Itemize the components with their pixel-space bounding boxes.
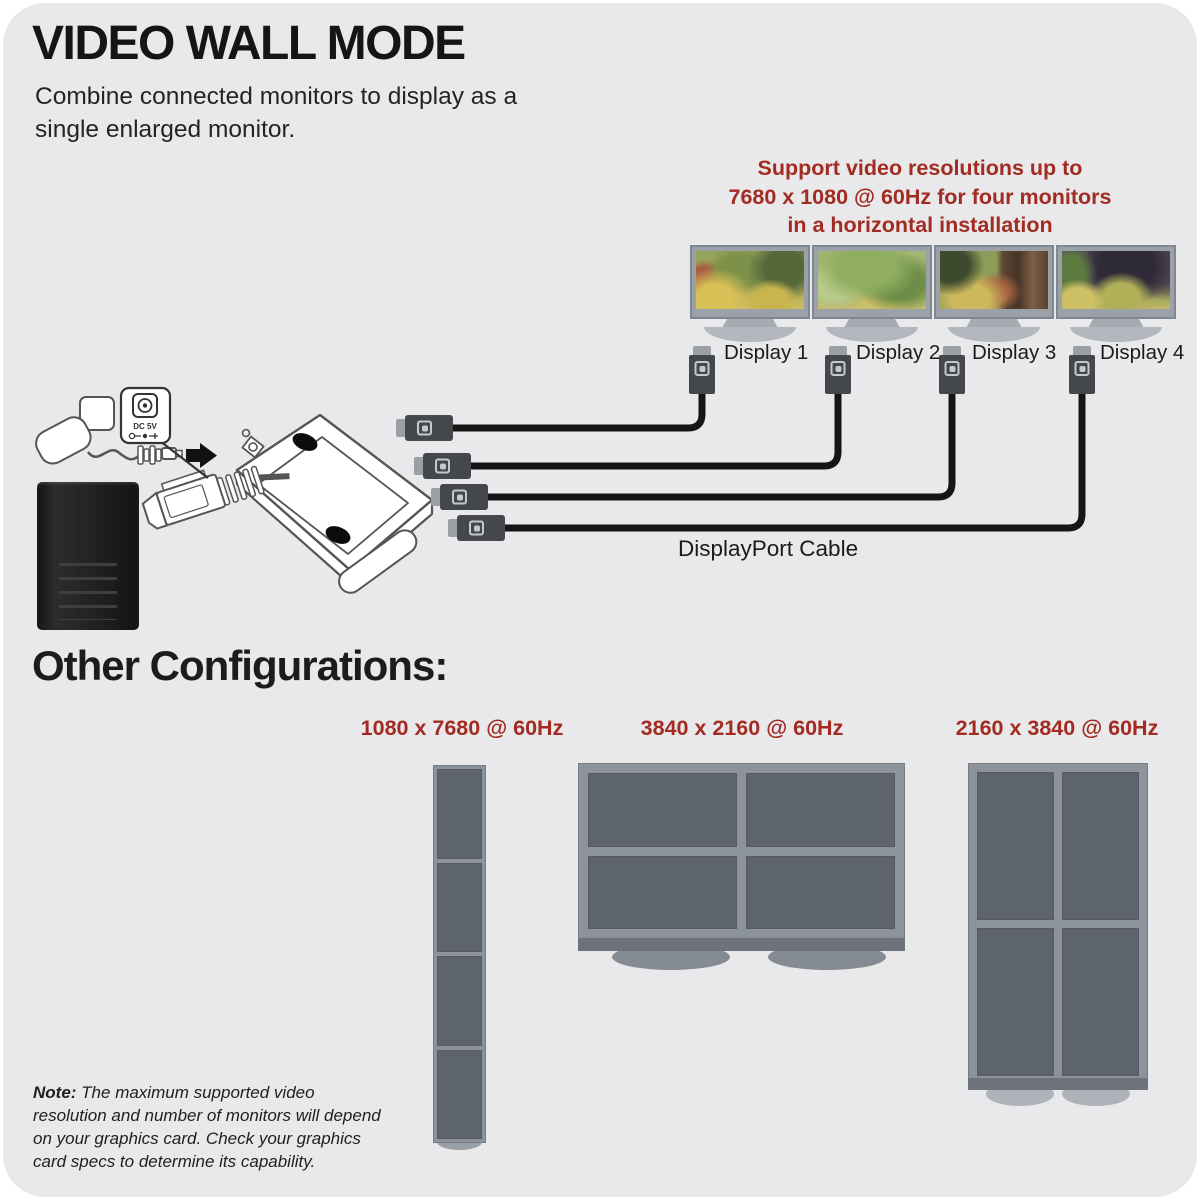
monitor-cell (437, 769, 482, 859)
monitor-stand-neck (844, 318, 900, 328)
monitor-screen-photo (940, 251, 1048, 309)
monitor-cell (588, 773, 737, 847)
display-2-label: Display 2 (856, 341, 941, 364)
connector-tip (448, 519, 457, 537)
connector-tip (693, 346, 711, 355)
display-3-label: Display 3 (972, 341, 1057, 364)
page-title: VIDEO WALL MODE (32, 17, 466, 70)
connector-tip (431, 488, 440, 506)
pc-tower (37, 482, 139, 630)
monitor-screen-photo (818, 251, 926, 309)
monitor-cell (746, 855, 895, 929)
displayport-logo-icon (694, 361, 710, 376)
video-wall-monitor-row (690, 245, 1178, 345)
monitor-stand-base (826, 327, 918, 342)
connector-body (423, 453, 471, 479)
display-1-label: Display 1 (724, 341, 809, 364)
monitor-screen-photo (696, 251, 804, 309)
monitor-display-4 (1056, 245, 1176, 319)
dp-connector-display-1 (689, 346, 715, 394)
monitor-cell (588, 855, 737, 929)
display-4-label: Display 4 (1100, 341, 1185, 364)
displayport-logo-icon (469, 520, 484, 536)
connector-body (939, 355, 965, 394)
support-banner-line: in a horizontal installation (787, 213, 1053, 237)
connector-body (1069, 355, 1095, 394)
page-subtitle: Combine connected monitors to display as… (35, 83, 518, 143)
dp-connector-display-2 (825, 346, 851, 394)
config-1x4-portrait-stack (433, 765, 486, 1143)
dp-connector-out-1 (396, 415, 453, 441)
connector-tip (943, 346, 961, 355)
connector-body (689, 355, 715, 394)
monitor-cell (437, 1049, 482, 1139)
monitor-display-3 (934, 245, 1054, 319)
monitor-stand-neck (722, 318, 778, 328)
monitor-cell (437, 956, 482, 1046)
monitor-cell (437, 862, 482, 952)
displayport-cable-label: DisplayPort Cable (678, 536, 859, 561)
connector-tip (396, 419, 405, 437)
monitor-stand-neck (1088, 318, 1144, 328)
displayport-logo-icon (830, 361, 846, 376)
other-configurations-heading: Other Configurations: (32, 642, 448, 689)
monitor-display-1 (690, 245, 810, 319)
monitor-cell (1062, 772, 1139, 920)
monitor-stand-neck (966, 318, 1022, 328)
support-banner-line: 7680 x 1080 @ 60Hz for four monitors (728, 184, 1112, 209)
config-label-1080x7680: 1080 x 7680 @ 60Hz (360, 716, 564, 740)
dp-connector-out-3 (431, 484, 488, 510)
connector-tip (829, 346, 847, 355)
config-2x2-portrait-grid (968, 763, 1148, 1085)
config-label-3840x2160: 3840 x 2160 @ 60Hz (640, 716, 844, 740)
support-banner-line: Support video resolutions up to (757, 156, 1083, 180)
connector-tip (414, 457, 423, 475)
monitor-screen-photo (1062, 251, 1170, 309)
displayport-logo-icon (417, 420, 432, 436)
config-label-2160x3840: 2160 x 3840 @ 60Hz (955, 716, 1159, 740)
dp-connector-out-2 (414, 453, 471, 479)
footnote-prefix: Note: (33, 1083, 77, 1102)
connector-tip (1073, 346, 1091, 355)
monitor-stand-base (948, 327, 1040, 342)
monitor-cell (977, 928, 1054, 1076)
displayport-logo-icon (435, 458, 450, 474)
dp-connector-display-3 (939, 346, 965, 394)
dp-connector-out-4 (448, 515, 505, 541)
monitor-stand-base (1070, 327, 1162, 342)
dp-connector-display-4 (1069, 346, 1095, 394)
tower-vents (59, 563, 117, 620)
monitor-stand-base (704, 327, 796, 342)
footnote: Note: The maximum supported video resolu… (33, 1081, 385, 1173)
connector-body (405, 415, 453, 441)
monitor-cell (977, 772, 1054, 920)
footnote-text: The maximum supported video resolution a… (33, 1083, 381, 1171)
displayport-logo-icon (452, 489, 467, 505)
connector-body (825, 355, 851, 394)
monitor-cell (746, 773, 895, 847)
monitor-display-2 (812, 245, 932, 319)
support-banner: Support video resolutions up to 7680 x 1… (690, 154, 1150, 240)
displayport-logo-icon (944, 361, 960, 376)
config-c-base-strip (968, 1078, 1148, 1090)
monitor-cell (1062, 928, 1139, 1076)
config-2x2-landscape-grid (578, 763, 905, 939)
config-b-base-strip (578, 938, 905, 951)
displayport-logo-icon (1074, 361, 1090, 376)
connector-body (440, 484, 488, 510)
connector-body (457, 515, 505, 541)
